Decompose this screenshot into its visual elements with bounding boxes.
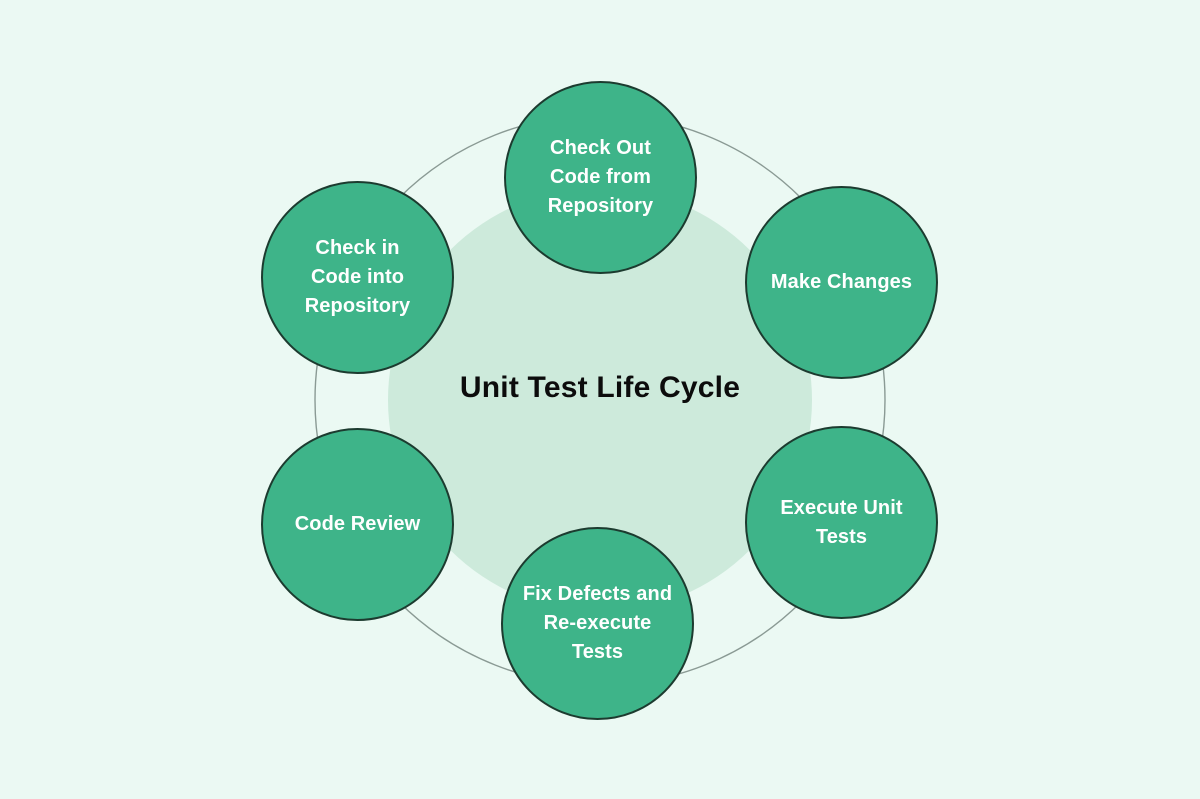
- cycle-node-label: Code Review: [294, 513, 421, 535]
- cycle-node-label: Execute Unit Tests: [780, 496, 903, 548]
- cycle-node-check-out-code[interactable]: Check Out Code from Repository: [504, 81, 697, 274]
- cycle-node-fix-defects[interactable]: Fix Defects and Re-execute Tests: [501, 527, 694, 720]
- cycle-node-check-in-code[interactable]: Check in Code into Repository: [261, 181, 454, 374]
- cycle-node-label: Check Out Code from Repository: [547, 137, 654, 217]
- cycle-node-label: Fix Defects and Re-execute Tests: [522, 583, 673, 663]
- cycle-node-make-changes[interactable]: Make Changes: [745, 186, 938, 379]
- diagram-center-title: Unit Test Life Cycle: [459, 371, 741, 404]
- cycle-node-execute-unit-tests[interactable]: Execute Unit Tests: [745, 426, 938, 619]
- cycle-node-code-review[interactable]: Code Review: [261, 428, 454, 621]
- cycle-node-label: Make Changes: [770, 271, 913, 293]
- cycle-node-label: Check in Code into Repository: [304, 237, 411, 317]
